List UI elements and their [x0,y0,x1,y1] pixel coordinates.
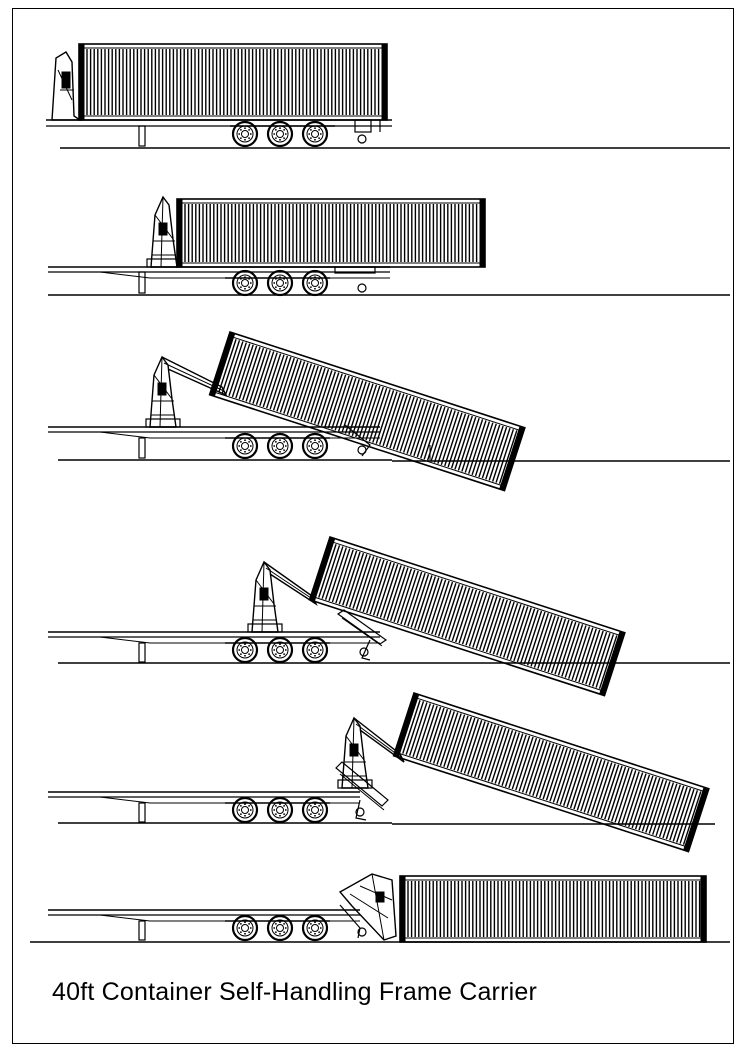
container [78,43,388,121]
crane [337,716,405,789]
wheel [301,636,329,664]
wheel [301,269,329,297]
wheel [231,269,259,297]
wheel [231,120,259,148]
diagram-caption: 40ft Container Self-Handling Frame Carri… [52,978,537,1006]
wheel [231,432,259,460]
diagram-border [12,8,734,1044]
wheel [266,269,294,297]
container [208,330,526,492]
stage-2 [48,195,730,297]
wheel [231,636,259,664]
crane [146,195,182,268]
wheel [231,796,259,824]
stage-1 [46,43,730,149]
stage-4 [48,535,730,697]
crane-folded [338,873,397,941]
container [399,875,707,943]
container [308,535,626,697]
wheel [266,914,294,942]
wheel [301,796,329,824]
wheel [231,914,259,942]
wheel [301,120,329,148]
wheel [266,120,294,148]
wheel [301,432,329,460]
stage-5 [48,691,715,853]
stage-3 [48,330,730,492]
wheel [266,636,294,664]
stage-6 [30,873,730,943]
container [176,198,486,268]
container [392,691,710,853]
wheel [266,432,294,460]
wheel [266,796,294,824]
wheel [301,914,329,942]
crane [247,560,318,633]
